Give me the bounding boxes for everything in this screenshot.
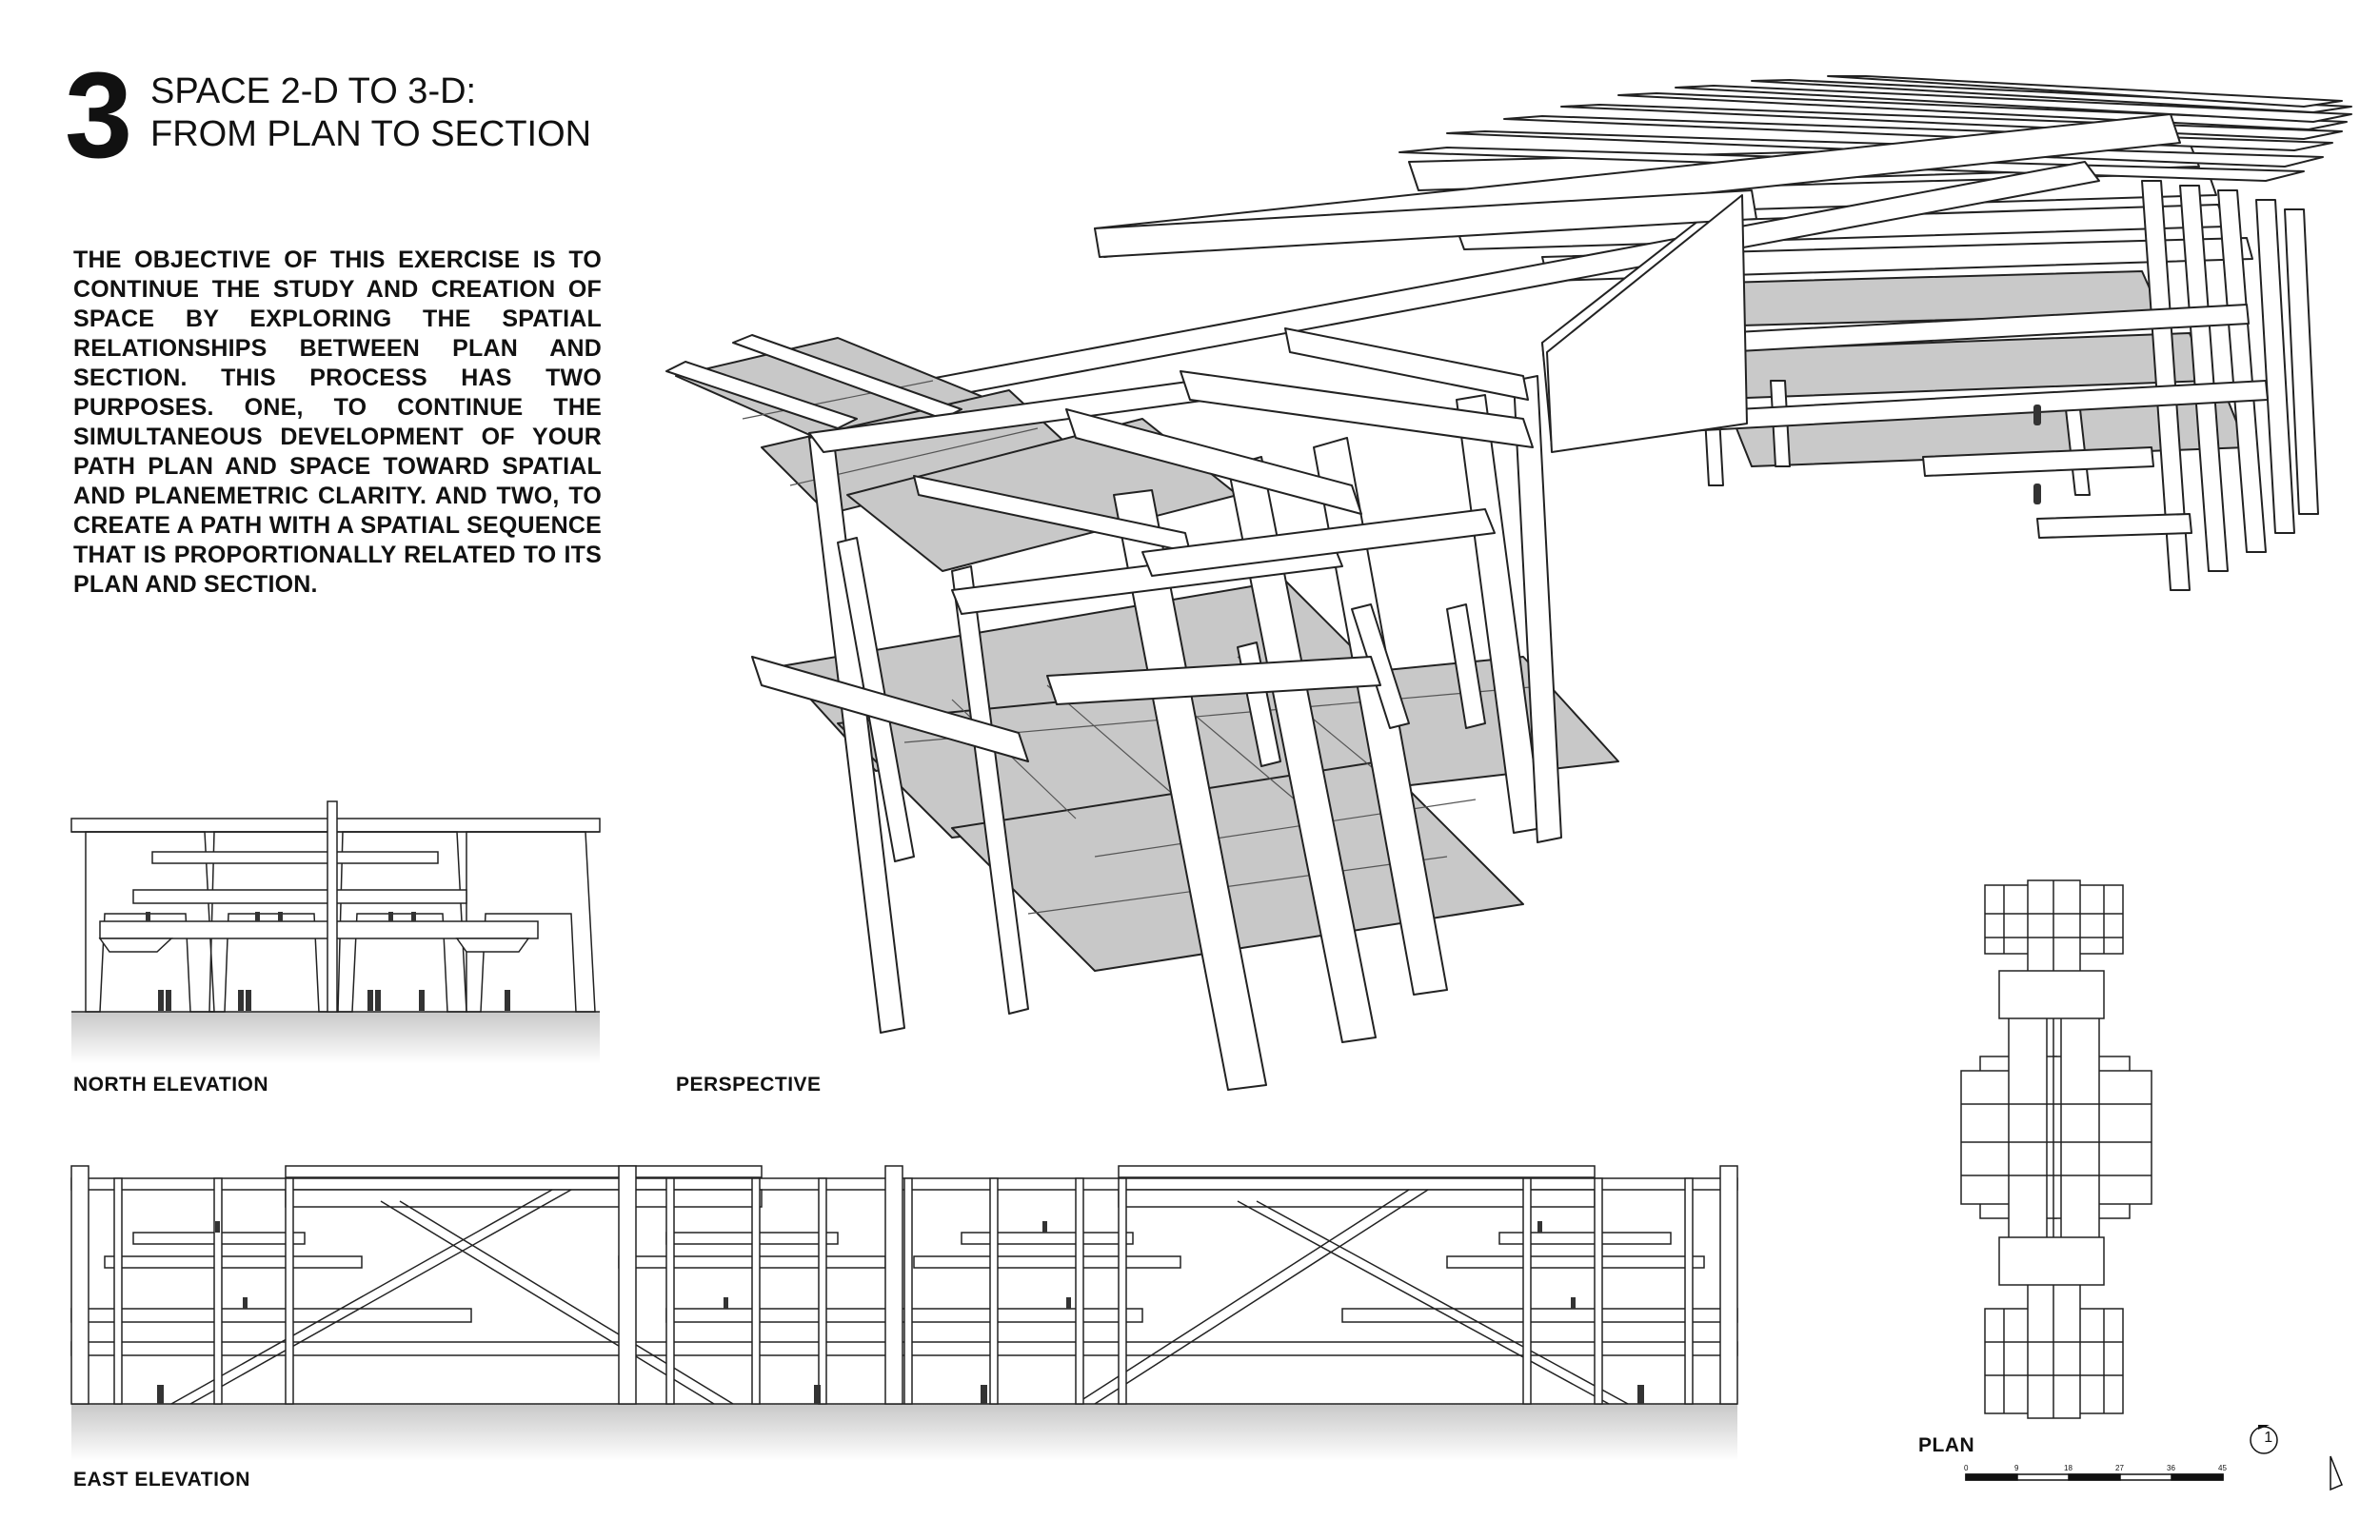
north-elevation-label: NORTH ELEVATION [73,1074,269,1096]
sheet-number: 3 [65,48,132,184]
scale-tick: 18 [2064,1464,2073,1472]
scale-bar [1965,1473,2224,1481]
scale-tick: 45 [2218,1464,2227,1472]
perspective-drawing [665,75,2352,1091]
scale-tick: 27 [2115,1464,2124,1472]
scale-tick: 0 [1964,1464,1969,1472]
title-line-2: FROM PLAN TO SECTION [150,113,592,154]
east-elevation-label: EAST ELEVATION [73,1469,250,1491]
plan-label: PLAN [1918,1434,1975,1456]
perspective-label: PERSPECTIVE [676,1074,822,1096]
north-elevation-drawing [70,800,601,1064]
north-arrow-icon [2330,1455,2343,1491]
sheet-marker-number: 1 [2264,1430,2273,1446]
objective-text: THE OBJECTIVE OF THIS EXERCISE IS TO CON… [73,247,602,598]
title-line-1: SPACE 2-D TO 3-D: [150,71,477,111]
scale-tick: 36 [2167,1464,2175,1472]
plan-drawing [1960,879,2152,1419]
scale-tick: 9 [2014,1464,2019,1472]
sheet-title: SPACE 2-D TO 3-D: FROM PLAN TO SECTION [150,70,591,156]
east-elevation-drawing [70,1165,1738,1461]
